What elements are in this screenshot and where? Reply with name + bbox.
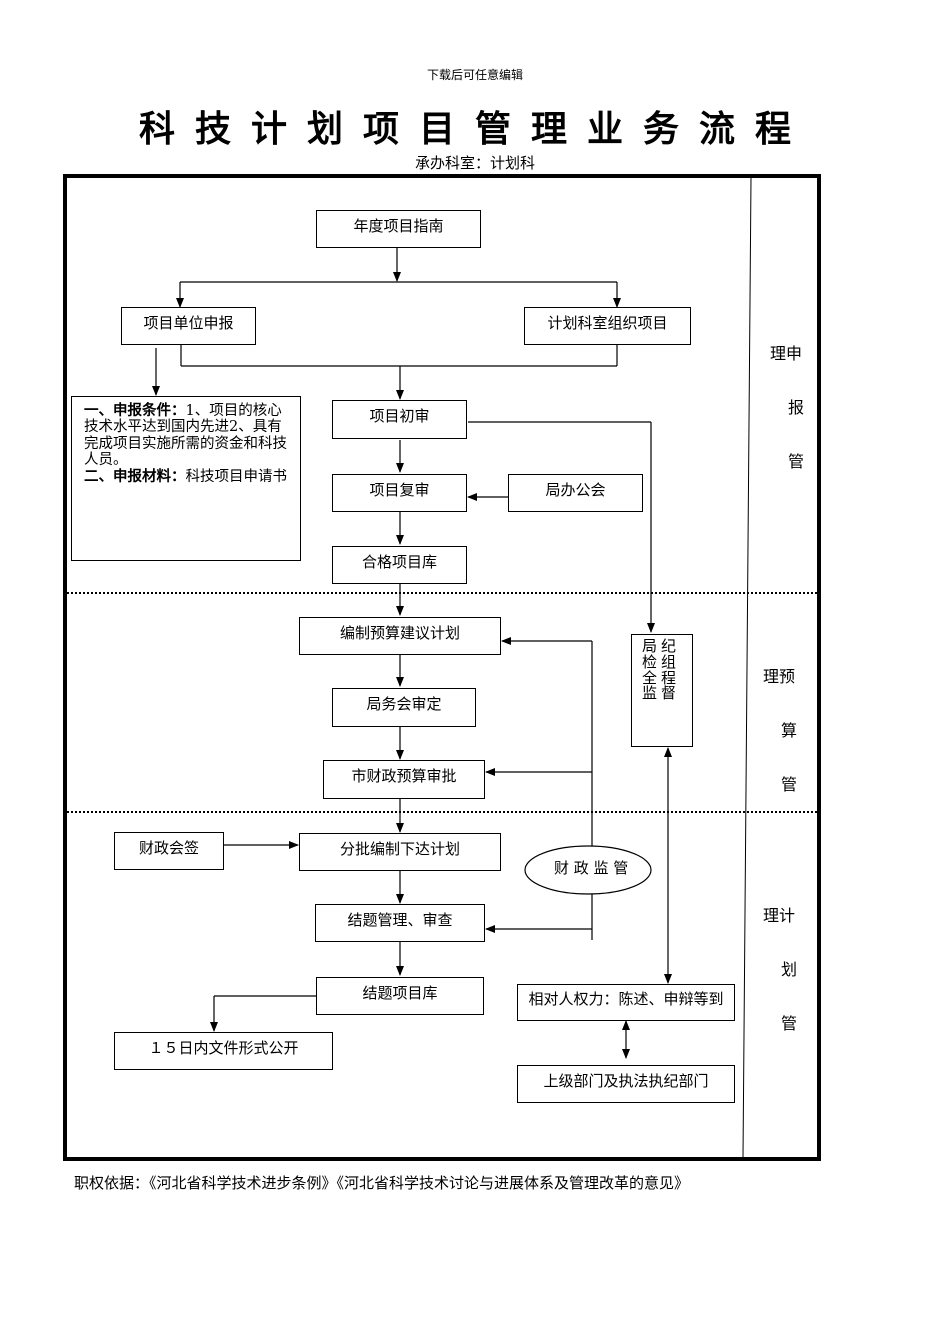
section-apply-line2: 报 bbox=[788, 398, 805, 417]
cond-label: 一、申报条件： bbox=[84, 403, 186, 419]
section-plan-line3: 管 bbox=[781, 1014, 798, 1033]
node-batch-plan: 分批编制下达计划 bbox=[299, 833, 501, 871]
section-label-apply: 理申 报 管 bbox=[770, 340, 804, 472]
section-apply-line1: 理申 bbox=[770, 344, 803, 363]
node-bureau-council: 局务会审定 bbox=[332, 688, 476, 727]
node-guide: 年度项目指南 bbox=[316, 210, 481, 248]
section-label-plan: 理计 划 管 bbox=[763, 902, 797, 1034]
section-plan-line1: 理计 bbox=[763, 906, 796, 925]
finance-supervision-ellipse bbox=[524, 845, 652, 895]
node-bureau-meeting: 局办公会 bbox=[508, 474, 643, 512]
cond-text: 1、项目的核心技术水平达到国内先进2、具有完成项目实施所需的资金和科技人员。 bbox=[84, 403, 287, 469]
material-text: 科技项目申请书 bbox=[185, 468, 288, 485]
node-city-finance: 市财政预算审批 bbox=[323, 760, 485, 799]
node-finance-countersign: 财政会签 bbox=[114, 832, 224, 870]
node-qualified-db: 合格项目库 bbox=[332, 546, 467, 584]
node-rights: 相对人权力：陈述、申辩等到 bbox=[517, 984, 735, 1021]
page-subtitle: 承办科室：计划科 bbox=[414, 154, 535, 172]
column-divider bbox=[742, 177, 752, 1158]
header-note: 下载后可任意编辑 bbox=[426, 68, 523, 82]
node-superior: 上级部门及执法执纪部门 bbox=[517, 1065, 735, 1103]
node-finance-supervision: 财 政 监 管 bbox=[554, 859, 629, 877]
section-budget-line2: 算 bbox=[781, 721, 798, 740]
node-unit-apply: 项目单位申报 bbox=[121, 307, 256, 345]
page-title: 科技计划项目管理业务流程 bbox=[138, 109, 811, 150]
node-second-review: 项目复审 bbox=[332, 474, 467, 512]
material-label: 二、申报材料： bbox=[84, 468, 186, 485]
section-plan-line2: 划 bbox=[781, 960, 798, 979]
node-first-review: 项目初审 bbox=[332, 400, 467, 439]
node-budget-plan: 编制预算建议计划 bbox=[299, 617, 501, 655]
footer-basis: 职权依据：《河北省科学技术进步条例》《河北省科学技术讨论与进展体系及管理改革的意… bbox=[74, 1174, 690, 1192]
node-discipline: 局纪检组全程监督 bbox=[631, 634, 693, 747]
node-org-project: 计划科室组织项目 bbox=[524, 307, 691, 345]
apply-conditions-box: 一、申报条件：1、项目的核心技术水平达到国内先进2、具有完成项目实施所需的资金和… bbox=[71, 396, 301, 561]
section-label-budget: 理预 算 管 bbox=[763, 663, 797, 795]
node-closing-db: 结题项目库 bbox=[316, 977, 484, 1015]
outer-frame bbox=[63, 174, 821, 1161]
section-budget-line1: 理预 bbox=[763, 667, 796, 686]
section-budget-line3: 管 bbox=[781, 775, 798, 794]
node-publish: １５日内文件形式公开 bbox=[114, 1032, 333, 1070]
node-closing-mgmt: 结题管理、审查 bbox=[315, 904, 485, 942]
section-apply-line3: 管 bbox=[788, 452, 805, 471]
